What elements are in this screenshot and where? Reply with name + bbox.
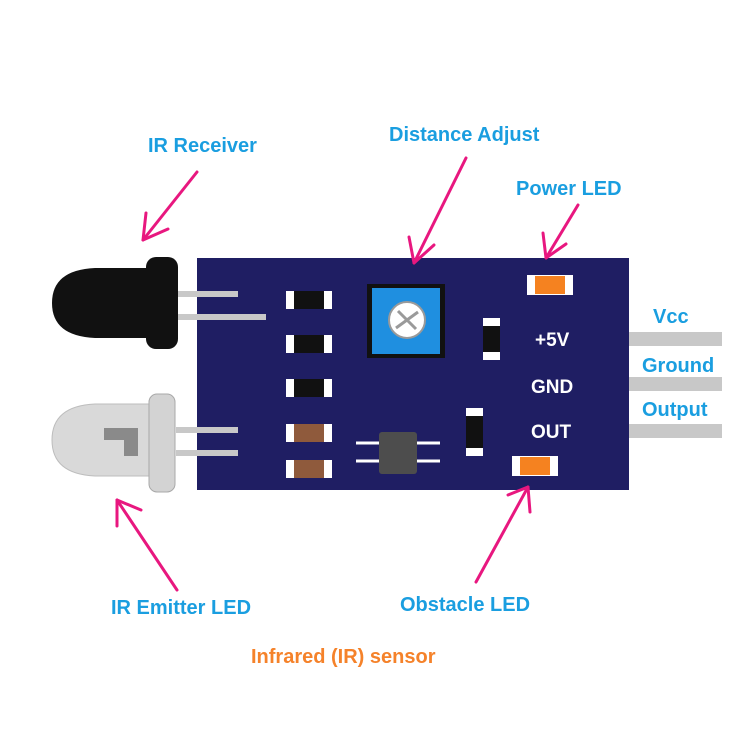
arrow-ir-receiver xyxy=(141,170,199,242)
output-name-label: Output xyxy=(642,399,708,421)
comparator-ic xyxy=(356,432,440,474)
smd-resistor-3-body xyxy=(294,379,324,397)
ir-receiver-label: IR Receiver xyxy=(148,135,257,157)
power-led-body xyxy=(535,276,565,294)
ir-receiver xyxy=(52,257,266,349)
vcc-name-label: Vcc xyxy=(653,306,689,328)
pointer-arrows xyxy=(115,156,580,592)
gnd-pin-label: GND xyxy=(531,377,574,398)
smd-transistor-bottom-body xyxy=(466,416,483,448)
obstacle-led xyxy=(512,456,558,476)
arrow-distance-adjust xyxy=(407,156,468,265)
smd-resistor-2-body xyxy=(294,335,324,353)
ir-emitter-leg-top xyxy=(176,427,238,433)
smd-capacitor-1-body xyxy=(294,424,324,442)
smd-transistor-top-body xyxy=(483,326,500,352)
smd-components xyxy=(286,291,500,478)
smd-capacitor-2-body xyxy=(294,460,324,478)
ir-receiver-leg-top xyxy=(176,291,238,297)
out-pin-label: OUT xyxy=(531,422,572,443)
ir-emitter-rim xyxy=(148,393,176,493)
ir-emitter-body xyxy=(51,403,153,477)
ir-receiver-body xyxy=(52,268,152,338)
gnd-pin-wire xyxy=(600,377,722,391)
vcc-pin-wire xyxy=(600,332,722,346)
arrow-ir-emitter xyxy=(115,498,179,592)
out-pin-wire xyxy=(600,424,722,438)
ir-receiver-rim xyxy=(146,257,178,349)
caption: Infrared (IR) sensor xyxy=(251,646,436,668)
ir-emitter-anvil xyxy=(104,428,138,456)
arrow-obstacle-led xyxy=(474,485,532,584)
vcc-pin-label: +5V xyxy=(535,330,570,351)
ic-body xyxy=(379,432,417,474)
power-led xyxy=(527,275,573,295)
ground-name-label: Ground xyxy=(642,355,715,377)
distance-adjust-potentiometer xyxy=(367,284,445,358)
ir-receiver-leg-bottom xyxy=(176,314,266,320)
pot-slot-b xyxy=(396,309,418,331)
smd-resistor-1-body xyxy=(294,291,324,309)
ir-emitter-leg-bottom xyxy=(176,450,238,456)
obstacle-led-label: Obstacle LED xyxy=(400,594,531,616)
ir-emitter-led xyxy=(51,393,238,493)
power-led-label: Power LED xyxy=(516,178,622,200)
obstacle-led-body xyxy=(520,457,550,475)
distance-adjust-label: Distance Adjust xyxy=(389,124,540,146)
ir-emitter-led-label: IR Emitter LED xyxy=(111,597,252,619)
arrow-power-led xyxy=(541,203,580,260)
